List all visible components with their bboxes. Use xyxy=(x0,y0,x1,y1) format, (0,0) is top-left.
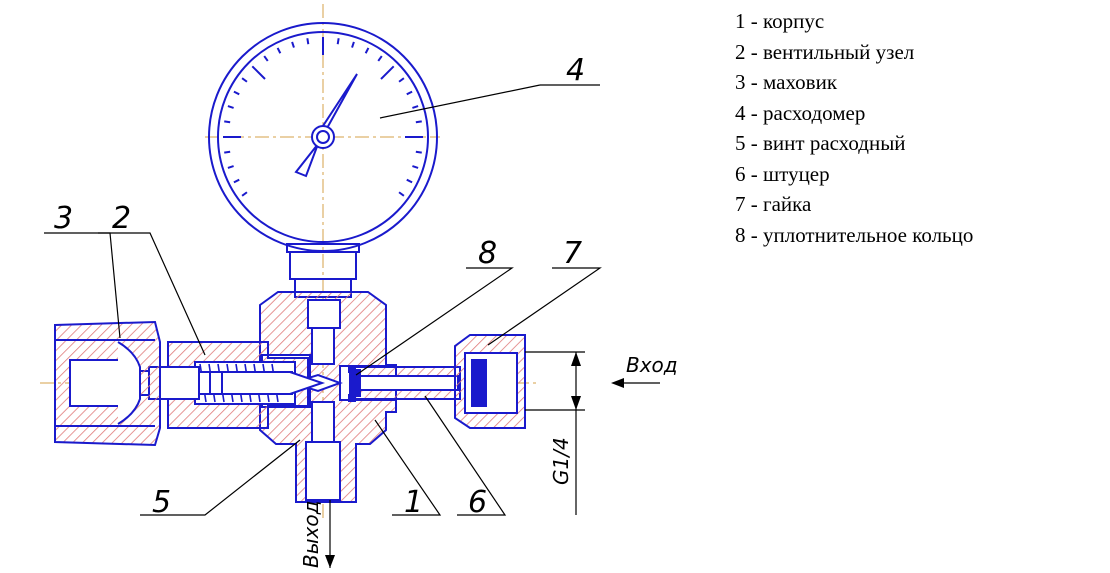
gauge-tick xyxy=(412,105,419,109)
gauge-tick xyxy=(415,150,422,154)
gauge-needle xyxy=(294,73,358,178)
outlet-label: Выход xyxy=(299,501,323,568)
fitting xyxy=(349,366,461,400)
gauge-tick xyxy=(398,77,405,83)
parts-legend: 1 - корпус 2 - вентильный узел 3 - махов… xyxy=(735,6,973,250)
gauge-tick xyxy=(336,38,340,45)
callout-7: 7 xyxy=(563,236,582,271)
gauge-tick xyxy=(233,90,240,96)
gauge-tick xyxy=(251,65,266,80)
gauge-ticks xyxy=(223,37,423,197)
gauge-tick xyxy=(224,150,231,154)
gauge-tick xyxy=(364,47,370,54)
gauge-tick xyxy=(241,77,248,83)
gauge-tick xyxy=(227,105,234,109)
gauge-tick xyxy=(412,165,419,169)
arrowheads xyxy=(325,352,624,568)
gauge-tick xyxy=(233,178,240,184)
gauge-tick xyxy=(351,41,355,48)
leader-lines xyxy=(44,84,660,568)
gauge-tick xyxy=(398,191,405,197)
legend-item: 4 - расходомер xyxy=(735,100,866,125)
legend-item: 6 - штуцер xyxy=(735,161,830,186)
gauge-tick xyxy=(291,41,295,48)
gauge-tick xyxy=(241,191,248,197)
legend-item: 2 - вентильный узел xyxy=(735,39,915,64)
callout-numbers: 1 2 3 4 5 6 7 8 xyxy=(54,53,585,520)
callout-3: 3 xyxy=(54,201,73,236)
inlet-label: Вход xyxy=(626,353,678,377)
gauge-tick xyxy=(306,38,310,45)
legend-item: 3 - маховик xyxy=(735,70,838,94)
gauge-tick xyxy=(415,120,422,124)
legend-item: 7 - гайка xyxy=(735,192,812,216)
legend-item: 8 - уплотнительное кольцо xyxy=(735,222,974,247)
legend-item: 5 - винт расходный xyxy=(735,131,906,155)
gauge-tick xyxy=(377,55,383,62)
gauge xyxy=(208,22,438,298)
callout-8: 8 xyxy=(478,236,497,271)
gauge-tick xyxy=(227,165,234,169)
gauge-tick xyxy=(276,47,282,54)
nut xyxy=(454,334,526,429)
callout-5: 5 xyxy=(152,485,171,520)
thread-label: G1/4 xyxy=(549,437,573,485)
gauge-tick xyxy=(406,90,413,96)
legend-item: 1 - корпус xyxy=(735,9,825,33)
gauge-tick xyxy=(224,120,231,124)
gauge-tick xyxy=(263,55,269,62)
gauge-tick xyxy=(406,178,413,184)
handwheel xyxy=(54,320,161,447)
callout-6: 6 xyxy=(468,485,487,520)
callout-4: 4 xyxy=(566,53,585,88)
seal-ring xyxy=(348,365,356,402)
callout-2: 2 xyxy=(112,201,131,236)
callout-1: 1 xyxy=(404,485,423,520)
gauge-tick xyxy=(380,65,395,80)
